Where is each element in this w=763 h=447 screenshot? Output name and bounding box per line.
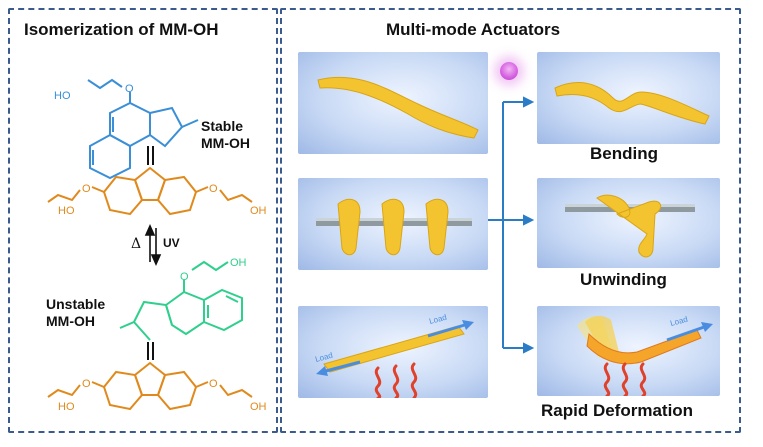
- unstable-mm-oh-structure: [47, 260, 253, 411]
- left-panel-frame: [8, 8, 278, 433]
- branch-arrowhead-bending: [523, 96, 535, 108]
- helix-coil-3: [425, 198, 449, 256]
- actuator-helix-panel: [298, 178, 488, 270]
- unstable-left-oxygen-label: O: [82, 378, 91, 390]
- deform-load-label: Load: [669, 315, 689, 328]
- heat-symbol: Δ: [131, 236, 142, 252]
- stable-left-oxygen-label: O: [82, 183, 91, 195]
- unwinding-rod: [565, 204, 695, 212]
- actuator-load-panel: Load Load: [298, 306, 488, 398]
- actuator-flat-panel: [298, 52, 488, 154]
- stable-left-hydroxyl-label: HO: [58, 205, 75, 217]
- bent-strip: [554, 82, 710, 125]
- stable-atom-labels: O HO O HO O OH: [54, 83, 267, 217]
- load-arrow-left: [321, 360, 361, 374]
- right-panel-frame: [280, 8, 741, 433]
- branch-arrowhead-unwinding: [523, 214, 535, 226]
- load-label-right: Load: [428, 313, 448, 326]
- deformed-strip-ghost-2: [585, 315, 619, 358]
- stable-oxygen-label: O: [125, 83, 134, 95]
- uv-label: UV: [163, 236, 180, 250]
- deformation-panel: Load: [537, 306, 720, 396]
- load-label-left: Load: [314, 351, 334, 364]
- unstable-hydroxyl-label: OH: [230, 257, 247, 269]
- helix-coil-1: [337, 198, 361, 256]
- isomerization-molecules: O HO O HO O OH: [47, 78, 267, 413]
- stable-hydroxyl-label: HO: [54, 90, 71, 102]
- unstable-left-hydroxyl-label: HO: [58, 401, 75, 413]
- deform-load-arrow: [666, 324, 708, 342]
- stable-label-line2: MM-OH: [201, 135, 250, 151]
- branch-arrowhead-deformation: [523, 342, 535, 354]
- equilibrium-arrows: [144, 224, 162, 266]
- unstable-label-line2: MM-OH: [46, 313, 95, 329]
- heat-waves: [374, 362, 418, 398]
- unstable-right-hydroxyl-label: OH: [250, 401, 267, 413]
- stable-mm-oh-structure: [47, 78, 253, 216]
- stable-label-line1: Stable: [201, 118, 244, 134]
- mode-label-unwinding: Unwinding: [580, 270, 667, 289]
- deform-heat-waves: [603, 362, 647, 396]
- unstable-right-oxygen-label: O: [209, 378, 218, 390]
- uv-light-icon: [500, 62, 518, 80]
- helix-coil-2: [381, 198, 405, 256]
- load-arrow-right: [427, 322, 469, 338]
- unwound-ribbon: [596, 194, 662, 258]
- unstable-atom-labels: O OH O HO O OH: [58, 257, 267, 413]
- bending-panel: [537, 52, 720, 144]
- mode-label-rapid-deformation: Rapid Deformation: [541, 401, 694, 420]
- mode-label-bending: Bending: [590, 144, 658, 163]
- unstable-oxygen-label: O: [180, 271, 189, 283]
- unwinding-panel: [537, 178, 720, 268]
- stable-right-oxygen-label: O: [209, 183, 218, 195]
- unstable-label-line1: Unstable: [46, 296, 106, 312]
- deformed-strip: [586, 329, 702, 365]
- stable-right-hydroxyl-label: OH: [250, 205, 267, 217]
- left-panel-title: Isomerization of MM-OH: [24, 20, 219, 39]
- right-panel-title: Multi-mode Actuators: [386, 20, 561, 39]
- flat-strip: [317, 76, 479, 139]
